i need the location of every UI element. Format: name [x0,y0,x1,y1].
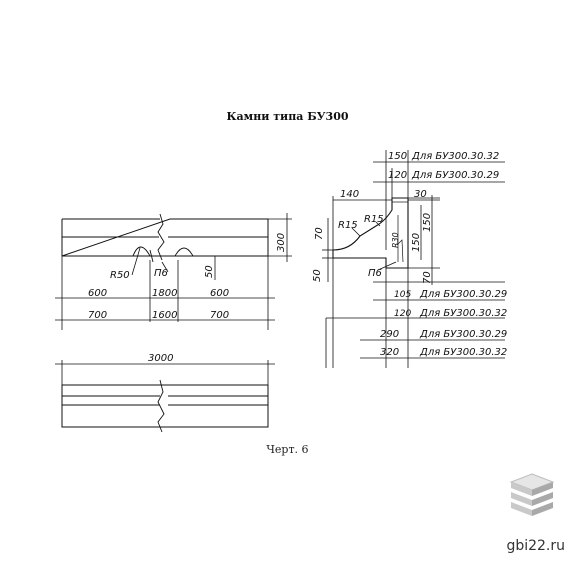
note-120-top: Для БУ300.30.29 [411,170,499,181]
dim-120-top: 120 [388,170,407,181]
note-290: Для БУ300.30.29 [419,329,507,340]
dim-320: 320 [380,347,399,358]
note-120-bot: Для БУ300.30.32 [419,308,507,319]
dim-1600: 1600 [152,310,177,321]
dim-30: 30 [414,189,427,200]
dim-3000: 3000 [148,353,173,364]
dim-50: 50 [204,265,215,278]
drawing-caption: Черт. 6 [266,443,309,456]
dim-70-right: 70 [422,271,433,284]
dim-150-right: 150 [422,213,433,232]
section-dimensions [322,150,505,368]
dim-105: 105 [394,290,411,300]
drawing-title: Камни типа БУ300 [226,110,349,123]
dim-700-right: 700 [210,310,229,321]
note-150-top: Для БУ300.30.32 [411,151,499,162]
label-r50: R50 [110,270,130,281]
dim-700-left: 700 [88,310,107,321]
label-p6-section: П6 [368,268,382,279]
dim-290: 290 [380,329,399,340]
site-watermark: gbi22.ru [506,538,565,554]
label-p6-front: П6 [154,268,168,279]
note-105: Для БУ300.30.29 [419,289,507,300]
label-r15-a: R15 [338,220,358,231]
dim-1800: 1800 [152,288,177,299]
dim-150-top: 150 [388,151,407,162]
dim-150-mid: 150 [411,233,422,252]
dim-120-bot: 120 [394,309,411,319]
label-r15-b: R15 [364,214,384,225]
plan-dimensions [55,360,275,385]
label-r30: R30 [391,232,400,248]
dim-600-right: 600 [210,288,229,299]
front-view-block [61,213,269,263]
dim-140: 140 [340,189,359,200]
plan-view-block [61,379,269,433]
front-dimensions [55,213,292,330]
dim-300: 300 [276,233,287,252]
dim-600-left: 600 [88,288,107,299]
layers-logo-icon [509,473,555,516]
dim-50-left: 50 [312,269,323,282]
note-320: Для БУ300.30.32 [419,347,507,358]
dim-70-left: 70 [314,227,325,240]
